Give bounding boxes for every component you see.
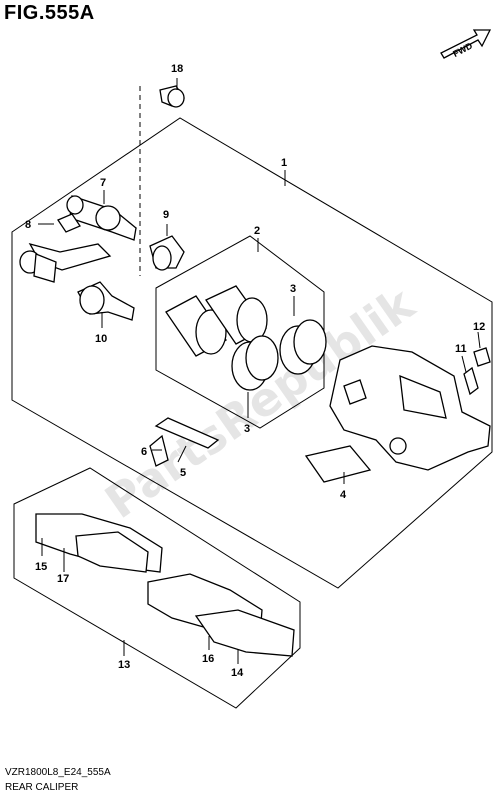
callout-5: 5 <box>180 467 186 479</box>
part-11-bleeder <box>463 366 479 396</box>
figure-code: VZR1800L8_E24_555A <box>5 767 111 778</box>
part-9-boot <box>149 235 185 271</box>
callout-1: 1 <box>281 157 287 169</box>
caliper-assembly-outline <box>11 117 493 589</box>
piston-group-outline <box>155 235 325 429</box>
callout-18: 18 <box>171 63 183 75</box>
callout-12: 12 <box>473 321 485 333</box>
part-8-bracket <box>57 213 81 233</box>
part-7-slide-pin <box>66 195 137 241</box>
part-18-cap <box>159 85 185 108</box>
callout-6: 6 <box>141 446 147 458</box>
figure-name: REAR CALIPER <box>5 782 79 793</box>
caliper-body <box>329 345 491 471</box>
callout-2: 2 <box>254 225 260 237</box>
figure-title: FIG.555A <box>4 2 95 24</box>
part-3-seals <box>231 319 327 391</box>
fwd-arrow-icon: FWD <box>440 29 492 59</box>
part-15-17-pads-upper <box>35 513 163 573</box>
callout-10: 10 <box>95 333 107 345</box>
part-4-pad-spring <box>304 445 372 483</box>
part-5-pad-pin <box>154 417 220 449</box>
part-caliper-bolt <box>19 242 112 283</box>
callout-11: 11 <box>455 343 467 355</box>
part-6-clip <box>149 434 169 467</box>
callout-15: 15 <box>35 561 47 573</box>
callout-9: 9 <box>163 209 169 221</box>
callout-16: 16 <box>202 653 214 665</box>
callout-14: 14 <box>231 667 244 679</box>
part-10-pin <box>77 281 135 321</box>
callout-7: 7 <box>100 177 106 189</box>
callout-13: 13 <box>118 659 130 671</box>
callout-3-upper: 3 <box>290 283 296 295</box>
callout-17: 17 <box>57 573 69 585</box>
leader-lines <box>38 78 481 664</box>
pad-set-outline <box>13 467 301 709</box>
part-2-pistons <box>165 285 268 357</box>
callout-8: 8 <box>25 219 31 231</box>
callout-4: 4 <box>340 489 347 501</box>
part-14-16-pads-lower <box>147 573 295 657</box>
callout-3-lower: 3 <box>244 423 250 435</box>
part-12-cap <box>473 347 491 367</box>
